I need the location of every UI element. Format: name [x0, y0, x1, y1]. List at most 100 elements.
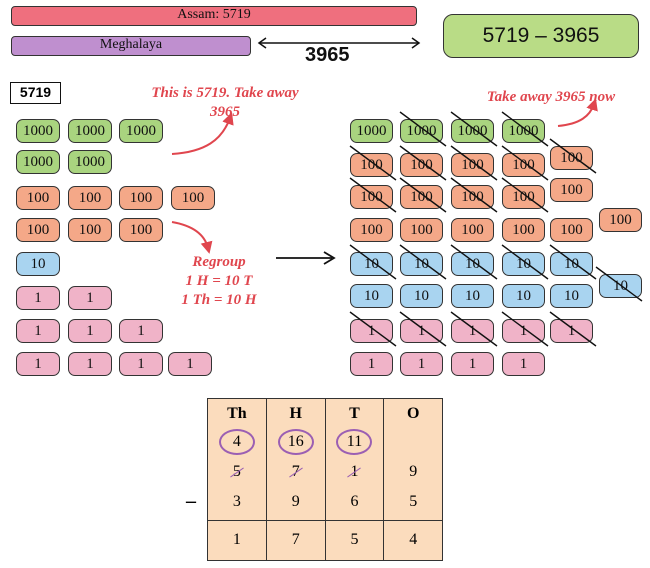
hundred-block: 100 — [16, 218, 60, 242]
one-block: 1 — [350, 352, 393, 376]
column-hundreds: H 16 7 9 — [265, 398, 326, 521]
result-hundreds: 7 — [265, 519, 326, 562]
ten-block: 10 — [16, 252, 60, 276]
difference-arrow — [257, 37, 421, 49]
thousand-block: 1000 — [119, 119, 163, 143]
hundred-block-crossed: 100 — [350, 153, 393, 177]
one-block: 1 — [16, 319, 60, 343]
one-block: 1 — [119, 352, 163, 376]
minuend-ones: 9 — [409, 463, 418, 480]
header-hundreds: H — [289, 405, 302, 422]
minus-sign: – — [186, 490, 196, 512]
one-block: 1 — [119, 319, 163, 343]
column-tens: T 11 1 6 — [324, 398, 385, 521]
note-arrow-regroup — [171, 221, 213, 254]
one-block-crossed: 1 — [502, 319, 545, 343]
thousand-block-crossed: 1000 — [502, 119, 545, 143]
thousand-block: 1000 — [350, 119, 393, 143]
one-block: 1 — [16, 352, 60, 376]
ten-block-crossed: 10 — [550, 252, 593, 276]
regrouped-ones — [384, 427, 442, 457]
transform-arrow — [276, 251, 336, 265]
assam-bar: Assam: 5719 — [11, 6, 417, 26]
subtrahend-thousands: 3 — [232, 493, 241, 510]
table-row-digits: Th 4 5 3 H 16 7 9 T 11 1 6 O — [207, 398, 443, 521]
hundred-block: 100 — [550, 218, 593, 242]
one-block: 1 — [400, 352, 443, 376]
header-ones: O — [406, 405, 420, 422]
hundred-block: 100 — [350, 218, 393, 242]
header-thousands: Th — [227, 405, 247, 422]
difference-value: 3965 — [305, 44, 350, 66]
note-take-away: This is 5719. Take away 3965 — [151, 85, 299, 120]
result-thousands: 1 — [207, 519, 267, 562]
thousand-block: 1000 — [16, 150, 60, 174]
meghalaya-bar: Meghalaya — [11, 36, 251, 56]
hundred-block: 100 — [451, 218, 494, 242]
hundred-block: 100 — [16, 186, 60, 210]
hundred-block-crossed: 100 — [400, 185, 443, 209]
place-value-table: Th 4 5 3 H 16 7 9 T 11 1 6 O — [207, 398, 443, 562]
header-tens: T — [349, 405, 360, 422]
one-block: 1 — [168, 352, 212, 376]
regrouped-tens: 11 — [336, 429, 373, 455]
regrouped-hundreds: 16 — [277, 429, 314, 455]
hundred-block: 100 — [599, 208, 642, 232]
ten-block-crossed: 10 — [400, 252, 443, 276]
hundred-block: 100 — [171, 186, 215, 210]
hundred-block-crossed: 100 — [502, 153, 545, 177]
ten-block: 10 — [400, 284, 443, 308]
ten-block-crossed: 10 — [599, 274, 642, 298]
hundred-block: 100 — [68, 218, 112, 242]
note-arrow-right — [557, 98, 598, 127]
regroup-rule-thousands: 1 Th = 10 H — [181, 292, 257, 308]
cross-out-strokes — [349, 111, 643, 347]
hundred-block-crossed: 100 — [502, 185, 545, 209]
note-regroup: Regroup 1 H = 10 T 1 Th = 10 H — [160, 253, 278, 310]
subtraction-expression: 5719 – 3965 — [443, 14, 639, 58]
one-block-crossed: 1 — [350, 319, 393, 343]
regroup-rule-hundreds: 1 H = 10 T — [185, 273, 253, 289]
ten-block: 10 — [350, 284, 393, 308]
thousand-block: 1000 — [68, 119, 112, 143]
column-ones: O 9 5 — [383, 398, 443, 521]
minuend-thousands: 5 — [233, 457, 241, 487]
table-row-result: 1 7 5 4 — [207, 519, 443, 562]
one-block: 1 — [68, 319, 112, 343]
ten-block: 10 — [502, 284, 545, 308]
subtrahend-hundreds: 9 — [291, 493, 300, 510]
start-number-label: 5719 — [10, 82, 61, 104]
one-block: 1 — [451, 352, 494, 376]
thousand-block-crossed: 1000 — [400, 119, 443, 143]
hundred-block-crossed: 100 — [350, 185, 393, 209]
one-block: 1 — [68, 286, 112, 310]
minuend-tens: 1 — [350, 457, 358, 487]
hundred-block: 100 — [68, 186, 112, 210]
note-take-away-now: Take away 3965 now — [486, 89, 616, 105]
hundred-block: 100 — [400, 218, 443, 242]
one-block-crossed: 1 — [550, 319, 593, 343]
one-block: 1 — [68, 352, 112, 376]
hundred-block: 100 — [119, 186, 163, 210]
minuend-hundreds: 7 — [292, 457, 300, 487]
thousand-block: 1000 — [68, 150, 112, 174]
hundred-block-crossed: 100 — [550, 146, 593, 170]
thousand-block: 1000 — [16, 119, 60, 143]
ten-block: 10 — [451, 284, 494, 308]
thousand-block-crossed: 1000 — [451, 119, 494, 143]
regroup-title: Regroup — [192, 254, 246, 270]
result-ones: 4 — [383, 519, 443, 562]
ten-block-crossed: 10 — [350, 252, 393, 276]
ten-block-crossed: 10 — [451, 252, 494, 276]
hundred-block-crossed: 100 — [451, 185, 494, 209]
note-arrow-left — [171, 112, 234, 155]
ten-block-crossed: 10 — [502, 252, 545, 276]
subtrahend-ones: 5 — [409, 493, 418, 510]
one-block-crossed: 1 — [451, 319, 494, 343]
hundred-block: 100 — [502, 218, 545, 242]
column-thousands: Th 4 5 3 — [207, 398, 267, 521]
result-tens: 5 — [324, 519, 385, 562]
hundred-block: 100 — [550, 178, 593, 202]
one-block: 1 — [502, 352, 545, 376]
one-block-crossed: 1 — [400, 319, 443, 343]
